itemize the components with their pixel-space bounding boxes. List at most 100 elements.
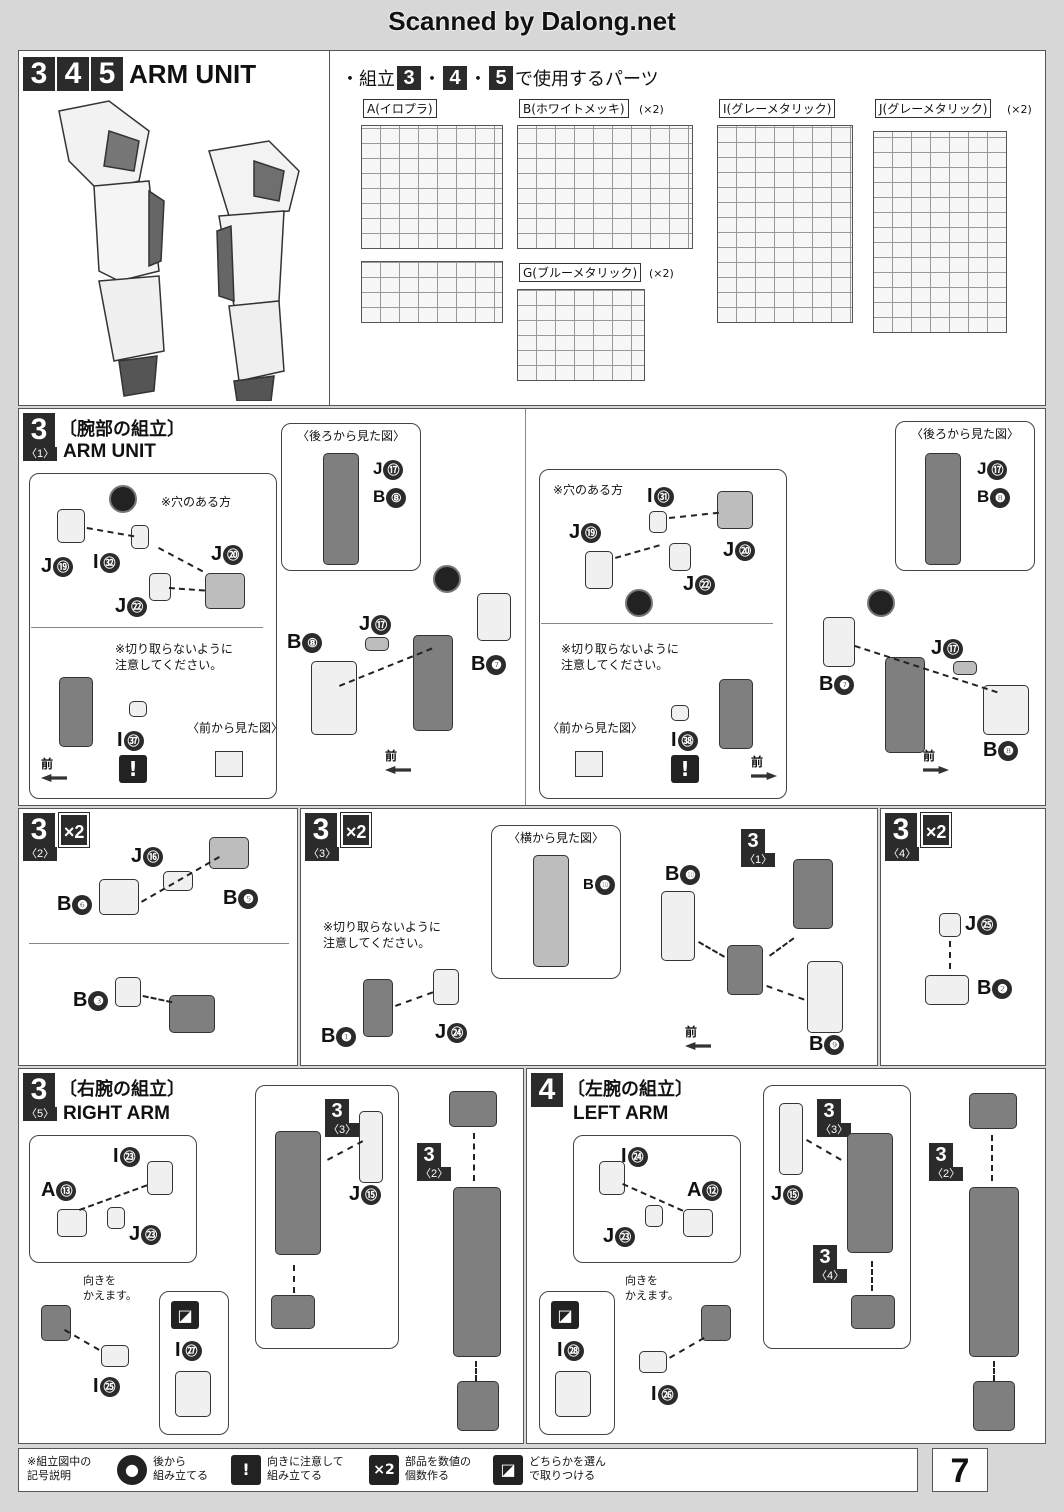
part-j15-l: [779, 1103, 803, 1175]
note-hole-side: ※穴のある方: [161, 495, 232, 509]
part-b5: [209, 837, 249, 869]
step-number: 3: [305, 813, 337, 847]
step-number: 4: [57, 57, 89, 91]
runner-j-label: J(グレーメタリック): [875, 99, 992, 118]
note-caution-3: ※切り取らないように注意してください。: [323, 920, 441, 950]
runner-b-label: B(ホワイトメッキ): [519, 99, 629, 118]
part-b2: [925, 975, 969, 1005]
part-elbow: [727, 945, 763, 995]
assembly-arrow: [991, 1135, 993, 1181]
ref-step-3-3: 3 〈3〉: [325, 1099, 360, 1137]
runner-b: [517, 125, 693, 249]
right-back-view: [895, 421, 1035, 571]
assembly-arrow: [949, 941, 951, 969]
part-i28-hand: [555, 1371, 591, 1417]
assembly-arrow: [475, 1361, 477, 1381]
note-hole-side: ※穴のある方: [553, 483, 624, 497]
step-number: 3: [23, 813, 55, 847]
legend-orientation: 向きに注意して組み立てる: [267, 1455, 344, 1482]
step-sub-number: 〈2〉: [929, 1167, 964, 1181]
runner-g: [517, 289, 645, 381]
part-b8: [311, 661, 357, 735]
part-b1: [363, 979, 393, 1037]
part-j24: [433, 969, 459, 1005]
front-indicator: 前: [751, 753, 777, 780]
part-i38: [671, 705, 689, 721]
step4-header: 4: [531, 1073, 563, 1107]
part-j23: [107, 1207, 125, 1229]
view-back-label: 〈後ろから見た図〉: [293, 427, 409, 444]
part-b9: [807, 961, 843, 1033]
hand-detail-box: [29, 1135, 197, 1263]
part-j17-r: [953, 661, 977, 675]
part-b6: [99, 879, 139, 915]
multiplier-badge: ×2: [58, 812, 91, 848]
step-sub-number: 〈4〉: [813, 1269, 848, 1283]
part-i27-hand: [175, 1371, 211, 1417]
step3-3-header: 3 〈3〉 ×2: [305, 812, 373, 861]
part-i31: [649, 511, 667, 533]
note-caution-1: ※切り取らないように注意してください。: [115, 642, 233, 672]
view-side-label: 〈横から見た図〉: [504, 829, 608, 846]
part-arm-assembled: [969, 1187, 1019, 1357]
part-upper-arm: [793, 859, 833, 929]
assembly-arrow: [293, 1265, 295, 1293]
step-number: 4: [443, 66, 467, 90]
step-number: 3: [397, 66, 421, 90]
step-sub-number: 〈1〉: [741, 853, 776, 867]
view-front-label: 〈前から見た図〉: [187, 721, 284, 735]
runner-j-count: (×2): [1007, 103, 1032, 116]
front-indicator: 前: [923, 747, 949, 774]
legend-multiplier: 部品を数値の個数作る: [405, 1455, 471, 1482]
parts-intro-prefix: ・組立: [341, 69, 395, 90]
part-j20-r: [717, 491, 753, 529]
part-j15: [359, 1111, 383, 1183]
note-caution-2: ※切り取らないように注意してください。: [561, 642, 679, 672]
part-j22: [149, 573, 171, 601]
symbol-legend: ※組立図中の記号説明 ● 後から組み立てる ! 向きに注意して組み立てる ×2 …: [18, 1448, 918, 1492]
part-b8-r: [983, 685, 1029, 735]
step-number: 3: [23, 57, 55, 91]
step-number: 3: [929, 1143, 953, 1167]
orientation-warning-icon: !: [119, 755, 147, 783]
runner-j: [873, 131, 1007, 333]
assembly-arrow: [769, 937, 795, 957]
page-number: 7: [932, 1448, 988, 1492]
part-b7: [477, 593, 511, 641]
runner-i-label: I(グレーメタリック): [719, 99, 836, 118]
assembly-arrow: [993, 1361, 995, 1381]
side-view-figure: [533, 855, 569, 967]
step-number: 5: [91, 57, 123, 91]
step-number: 3: [813, 1245, 837, 1269]
part-j25: [939, 913, 961, 937]
part-i24: [599, 1161, 625, 1195]
runner-a: [361, 125, 503, 249]
assembly-arrow: [766, 985, 805, 1001]
header-divider: [329, 51, 330, 405]
step-sub-number: 〈5〉: [23, 1107, 58, 1121]
center-divider: [525, 409, 526, 805]
header-step-numbers: 3 4 5: [23, 57, 123, 91]
step3-4-header: 3 〈4〉 ×2: [885, 812, 953, 861]
part-b7-r: [823, 617, 855, 667]
part-forearm: [275, 1131, 321, 1255]
multiplier-badge: ×2: [340, 812, 373, 848]
watermark: Scanned by Dalong.net: [388, 6, 676, 36]
